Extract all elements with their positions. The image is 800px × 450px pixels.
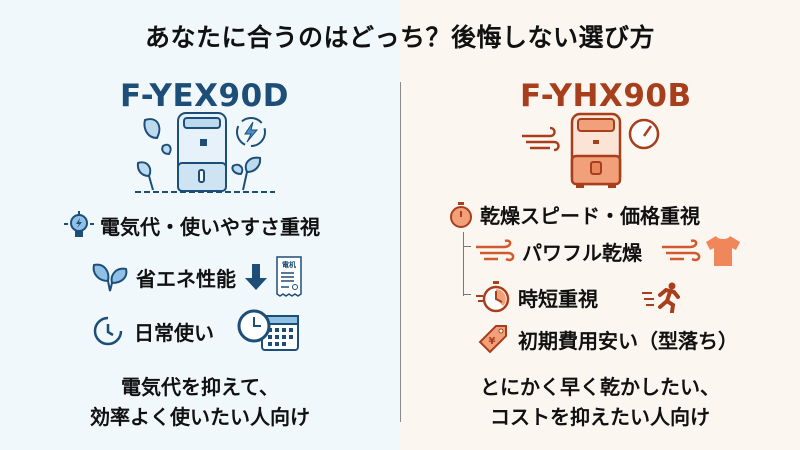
feature-label: 時短重視: [518, 286, 598, 311]
feature-label: 日常使い: [134, 320, 214, 345]
dehumidifier-speed-icon: [522, 112, 660, 188]
center-divider: [400, 82, 401, 422]
down-arrow-icon: [245, 264, 267, 290]
feature-row: 省エネ性能 電机: [90, 256, 302, 298]
feature-label: 初期費用安い（型落ち）: [518, 328, 738, 353]
lightbulb-icon: [64, 211, 94, 237]
feature-label: 省エネ性能: [136, 266, 236, 291]
left-summary: 電気代を抑えて、 効率よく使いたい人向け: [90, 375, 310, 429]
wind-icon: [662, 239, 701, 262]
stopwatch-icon: [450, 201, 472, 228]
tree-connector: [463, 294, 471, 295]
right-summary: とにかく早く乾かしたい、 コストを抑えたい人向け: [480, 375, 720, 429]
feature-row: 乾燥スピード・価格重視: [448, 200, 700, 229]
right-model-name: F-YHX90B: [520, 78, 692, 114]
feature-row: パワフル乾燥: [474, 234, 742, 268]
feature-row: 時短重視: [474, 280, 684, 314]
left-model-name: F-YEX90D: [120, 78, 289, 114]
electric-bill-icon: 電机: [276, 256, 302, 297]
wind-icon: [476, 239, 515, 262]
feature-row: ¥ 初期費用安い（型落ち）: [476, 322, 738, 356]
feature-row: 日常使い: [92, 308, 302, 354]
dehumidifier-eco-icon: [135, 112, 275, 193]
clock-refresh-icon: [93, 316, 123, 346]
leaf-icon: [92, 263, 128, 292]
stopwatch-icon: [476, 281, 510, 313]
svg-text:電机: 電机: [282, 260, 296, 269]
feature-label: パワフル乾燥: [522, 240, 642, 265]
tree-connector: [463, 246, 471, 247]
feature-label: 乾燥スピード・価格重視: [480, 204, 700, 228]
feature-label: 電気代・使いやすさ重視: [100, 214, 320, 239]
feature-row: 電気代・使いやすさ重視: [62, 210, 320, 240]
tree-connector: [463, 232, 474, 296]
running-person-icon: [642, 282, 680, 313]
tshirt-icon: [706, 236, 740, 266]
price-tag-icon: ¥: [478, 325, 507, 354]
page-title: あなたに合うのはどっち？後悔しない選び方: [144, 23, 655, 52]
svg-text:¥: ¥: [489, 336, 496, 347]
clock-calendar-icon: [237, 309, 299, 351]
